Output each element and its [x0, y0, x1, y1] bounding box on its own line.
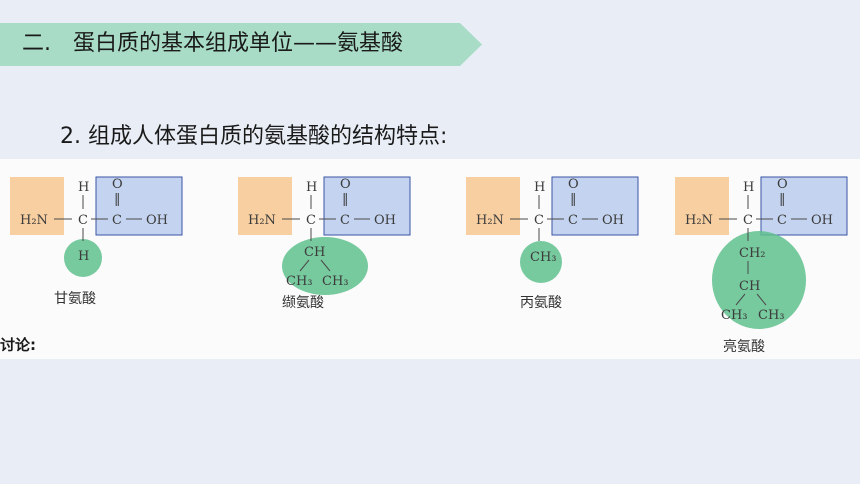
amino-acid-name: 缬氨酸 [282, 295, 324, 311]
alpha-carbon: C [743, 213, 753, 228]
amino-acid-name: 丙氨酸 [520, 295, 562, 311]
section-number: 二. [22, 31, 51, 56]
alpha-hydrogen: H [743, 180, 754, 195]
carboxyl-carbon: C [568, 213, 578, 228]
r-group-circle [64, 239, 102, 277]
alpha-carbon: C [306, 213, 316, 228]
r-group-ch3: CH₃ [530, 250, 557, 265]
carbonyl-oxygen: O [340, 177, 351, 192]
r-group-label: H [78, 249, 89, 264]
carbonyl-oxygen: O [112, 177, 123, 192]
hydroxyl-label: OH [374, 213, 396, 228]
carboxyl-carbon: C [777, 213, 787, 228]
molecule-leucine: H₂N C H C O ‖ OH CH₂ CH CH₃ CH₃ 亮氨酸 [675, 167, 855, 357]
double-bond: ‖ [114, 192, 121, 207]
r-group-ch3: CH₃ [721, 308, 748, 323]
amino-label: H₂N [20, 213, 48, 228]
r-group-ch: CH [304, 245, 325, 260]
double-bond: ‖ [779, 192, 786, 207]
hydroxyl-label: OH [811, 213, 833, 228]
amino-acid-name: 亮氨酸 [723, 338, 765, 355]
bond [320, 259, 331, 272]
alpha-hydrogen: H [78, 180, 89, 195]
section-heading: 二. 蛋白质的基本组成单位——氨基酸 [22, 29, 403, 59]
r-group-ch3: CH₃ [758, 308, 785, 323]
amino-group-box [466, 177, 520, 235]
r-group-ch: CH [739, 279, 760, 294]
alpha-hydrogen: H [306, 180, 317, 195]
molecule-glycine: H₂N C H C O ‖ OH H 甘氨酸 [10, 167, 190, 357]
section-banner [0, 23, 482, 66]
double-bond: ‖ [342, 192, 349, 207]
slide-subtitle: 2. 组成人体蛋白质的氨基酸的结构特点: [60, 124, 448, 149]
carboxyl-group-box [95, 176, 183, 236]
amino-label: H₂N [248, 213, 276, 228]
amino-label: H₂N [685, 213, 713, 228]
carboxyl-carbon: C [340, 213, 350, 228]
amino-label: H₂N [476, 213, 504, 228]
carboxyl-group-box [760, 176, 848, 236]
bond [756, 293, 767, 306]
double-bond: ‖ [570, 192, 577, 207]
carboxyl-carbon: C [112, 213, 122, 228]
amino-group-box [238, 177, 292, 235]
carboxyl-group-box [323, 176, 411, 236]
carbonyl-oxygen: O [568, 177, 579, 192]
discussion-label: 讨论: [0, 336, 36, 354]
bond [299, 259, 310, 272]
bond [735, 293, 746, 306]
structure-panel: H₂N C H C O ‖ OH H 甘氨酸 H₂N C H [0, 159, 860, 359]
section-title: 蛋白质的基本组成单位——氨基酸 [73, 31, 404, 56]
r-group-circle [712, 231, 806, 329]
alpha-carbon: C [78, 213, 88, 228]
molecule-alanine: H₂N C H C O ‖ OH CH₃ 丙氨酸 [466, 167, 646, 357]
alpha-carbon: C [534, 213, 544, 228]
amino-acid-name: 甘氨酸 [54, 291, 96, 307]
molecule-valine: H₂N C H C O ‖ OH CH CH₃ CH₃ 缬氨酸 [238, 167, 418, 357]
r-group-ch3: CH₃ [286, 274, 313, 289]
hydroxyl-label: OH [602, 213, 624, 228]
r-group-circle [520, 241, 562, 283]
carbonyl-oxygen: O [777, 177, 788, 192]
carboxyl-group-box [551, 176, 639, 236]
r-group-ch3: CH₃ [322, 274, 349, 289]
amino-group-box [675, 177, 729, 235]
r-group-circle [282, 237, 368, 295]
amino-group-box [10, 177, 64, 235]
alpha-hydrogen: H [534, 180, 545, 195]
r-group-ch2: CH₂ [739, 246, 766, 261]
hydroxyl-label: OH [146, 213, 168, 228]
